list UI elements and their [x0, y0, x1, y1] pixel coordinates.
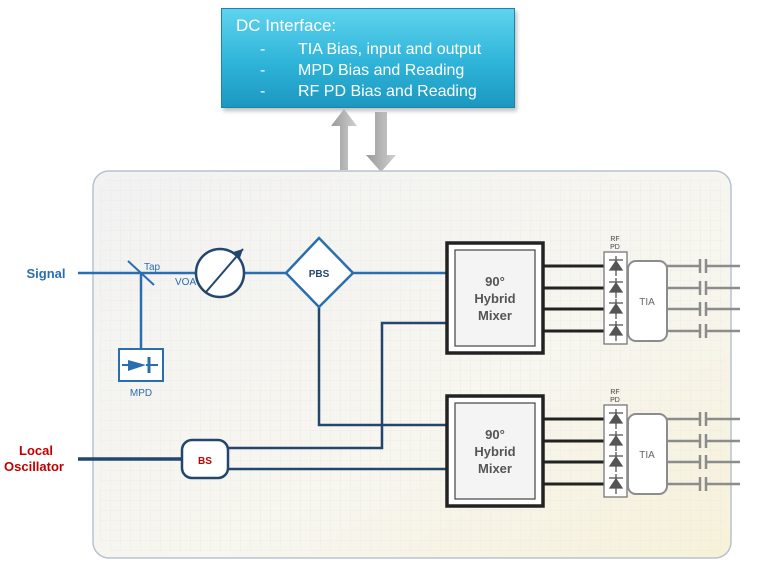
- tia-upper-label: TIA: [639, 297, 655, 308]
- pbs-splitter: [284, 236, 355, 309]
- dc-interface-title: DC Interface:: [236, 16, 337, 35]
- mixer-lower-line1: 90°: [485, 427, 505, 442]
- panel-grid: [100, 178, 724, 551]
- tap-label: Tap: [144, 262, 161, 273]
- rf-outputs-lower: [667, 412, 740, 491]
- mixer-upper-line3: Mixer: [478, 308, 512, 323]
- tia-lower: [627, 413, 668, 495]
- hybrid-mixer-upper: [445, 241, 545, 355]
- signal-path: [78, 271, 447, 349]
- dc-interface-item: -MPD Bias and Reading: [260, 62, 465, 79]
- dc-interface-box: DC Interface: -TIA Bias, input and outpu…: [221, 8, 515, 108]
- tia-lower-label: TIA: [639, 450, 655, 461]
- rf-pd-lower-line1: RF: [610, 389, 619, 396]
- hybrid-mixer-lower: [445, 394, 545, 508]
- mixer-upper-outputs: [543, 264, 604, 333]
- tia-upper: [627, 260, 668, 342]
- lo-label-line2: Oscillator: [4, 459, 64, 474]
- dc-interface-item: -TIA Bias, input and output: [260, 41, 482, 58]
- rf-pd-lower-line2: PD: [610, 397, 620, 404]
- bs-label: BS: [198, 456, 212, 467]
- rf-outputs-upper: [667, 259, 740, 338]
- bs-splitter: [180, 438, 230, 480]
- mixer-lower-outputs: [543, 417, 604, 486]
- dc-arrows: [331, 109, 396, 172]
- rf-pd-array-lower: [603, 404, 628, 498]
- mpd-label: MPD: [130, 388, 152, 399]
- rf-pd-upper-line2: PD: [610, 244, 620, 251]
- mixer-upper-line1: 90°: [485, 274, 505, 289]
- mpd-photodiode: [118, 348, 164, 382]
- lo-paths: [228, 307, 447, 471]
- dc-interface-item: -RF PD Bias and Reading: [260, 83, 477, 100]
- lo-label-line1: Local: [19, 443, 53, 458]
- signal-label: Signal: [26, 266, 65, 281]
- rf-pd-array-upper: [603, 251, 628, 345]
- voa-attenuator: [194, 247, 246, 299]
- pbs-label: PBS: [309, 269, 330, 280]
- dc-interface-list: -TIA Bias, input and output -MPD Bias an…: [260, 39, 481, 102]
- mixer-upper-line2: Hybrid: [474, 291, 515, 306]
- mixer-lower-line2: Hybrid: [474, 444, 515, 459]
- tap-splitter: [127, 260, 155, 286]
- voa-label: VOA: [175, 277, 196, 288]
- mixer-lower-line3: Mixer: [478, 461, 512, 476]
- rf-pd-upper-line1: RF: [610, 236, 619, 243]
